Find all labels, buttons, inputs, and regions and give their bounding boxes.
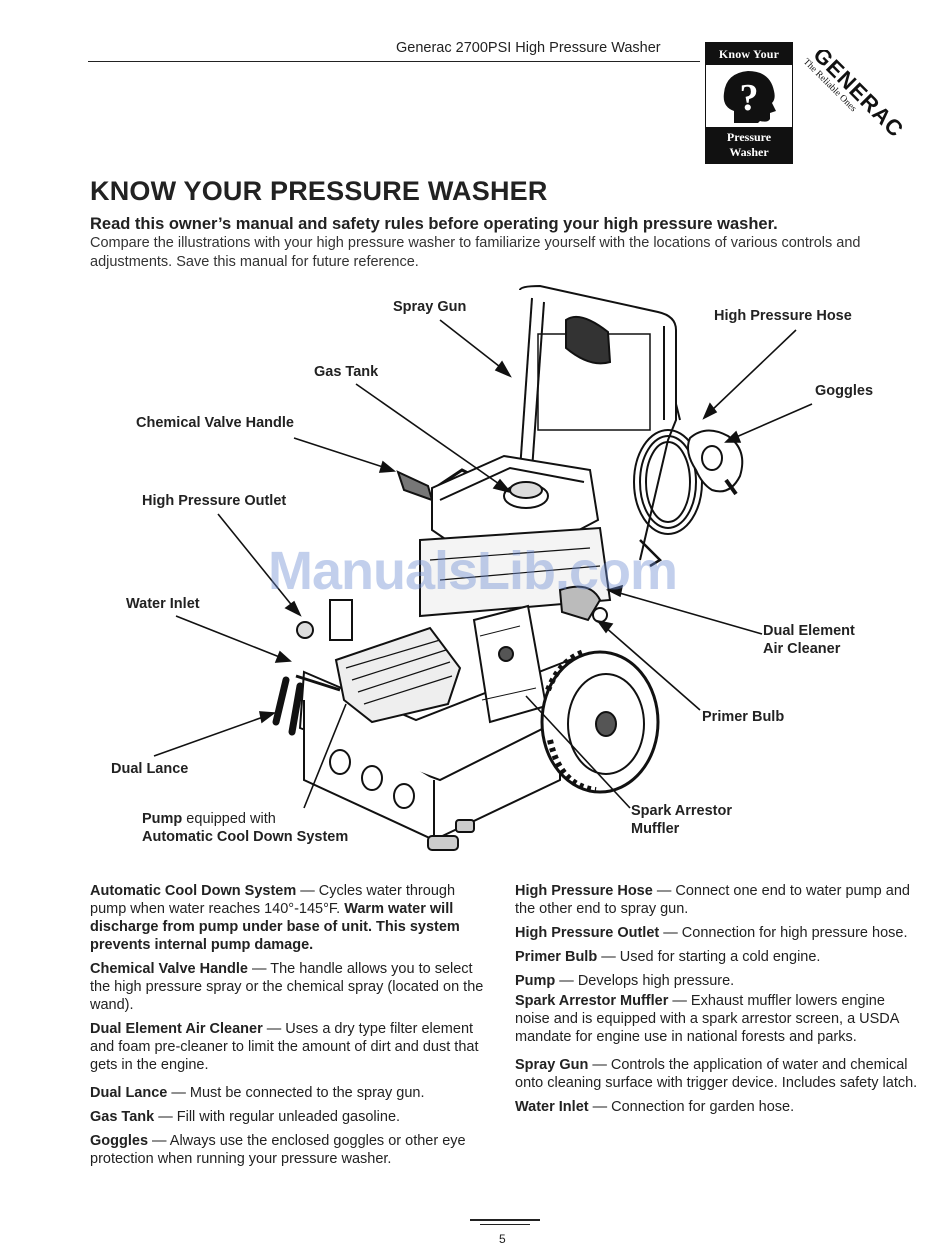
page-number: 5 — [499, 1232, 506, 1246]
chemical-valve-handle — [396, 470, 434, 502]
logo-top-text: Know Your — [706, 43, 792, 65]
definition-text: — The handle allows you to select the hi… — [90, 961, 484, 1013]
pressure-washer-illustration — [153, 284, 813, 851]
page-title: KNOW YOUR PRESSURE WASHER — [90, 176, 548, 206]
brand-name: GENERAC — [808, 50, 908, 142]
head-question-icon: ? — [723, 71, 776, 123]
definition-term: Spray Gun — [515, 1057, 589, 1073]
label-gas-tank: Gas Tank — [314, 364, 379, 380]
definition-item: Dual Lance — Must be connected to the sp… — [90, 1084, 495, 1102]
label-pump-suffix: equipped with — [182, 811, 276, 827]
definition-term: Dual Lance — [90, 1085, 168, 1101]
definition-text: — Must be connected to the spray gun. — [167, 1085, 425, 1101]
definition-text: — Used for starting a cold engine. — [597, 949, 821, 965]
label-spark-line-1: Spark Arrestor — [631, 803, 733, 819]
definition-item: Water Inlet — Connection for garden hose… — [515, 1098, 920, 1116]
definition-item: Automatic Cool Down System — Cycles wate… — [90, 882, 495, 954]
label-dual-element-line-1: Dual Element — [763, 623, 855, 639]
header-divider — [88, 61, 700, 62]
definition-term: Primer Bulb — [515, 949, 598, 965]
definition-text: — Develops high pressure. — [555, 973, 735, 989]
definition-term: Pump — [515, 973, 556, 989]
definition-warning: Warm water will discharge from pump unde… — [90, 901, 460, 953]
intro-paragraph: Compare the illustrations with your high… — [90, 235, 861, 270]
footer-divider — [470, 1219, 540, 1221]
goggles — [687, 429, 744, 493]
handle-frame — [519, 284, 677, 561]
label-goggles: Goggles — [815, 383, 874, 399]
label-water-inlet: Water Inlet — [126, 596, 200, 612]
label-high-pressure-outlet: High Pressure Outlet — [142, 493, 287, 509]
label-pump-term: Pump — [142, 811, 183, 827]
definition-item: High Pressure Outlet — Connection for hi… — [515, 924, 920, 942]
definition-item: Pump — Develops high pressure. — [515, 972, 920, 990]
definitions-left-column: Automatic Cool Down System — Cycles wate… — [90, 882, 495, 1174]
definition-item: Primer Bulb — Used for starting a cold e… — [515, 948, 920, 966]
definition-term: High Pressure Outlet — [515, 925, 660, 941]
generac-brand-logo: GENERAC The Reliable Ones — [801, 50, 909, 142]
dual-lance — [272, 676, 304, 736]
definition-item: Chemical Valve Handle — The handle allow… — [90, 960, 495, 1014]
label-dual-element-line-2: Air Cleaner — [763, 641, 841, 657]
know-your-pressure-washer-logo: Know Your ? Pressure Washer — [705, 42, 793, 164]
definition-text: — Connect one end to water pump and the … — [515, 883, 910, 917]
label-spark-arrestor-muffler: Spark Arrestor Muffler — [631, 802, 732, 838]
logo-question-mark: ? — [740, 77, 759, 119]
label-dual-element-air-cleaner: Dual Element Air Cleaner — [763, 622, 855, 658]
definition-text: — Uses a dry type filter element and foa… — [90, 1021, 479, 1073]
footer-divider-thin — [480, 1224, 530, 1225]
logo-bottom-line-2: Washer — [729, 145, 769, 159]
label-spark-line-2: Muffler — [631, 821, 680, 837]
definition-text: — Connection for garden hose. — [588, 1099, 795, 1115]
pump — [334, 626, 462, 724]
definitions-right-column: High Pressure Hose — Connect one end to … — [515, 882, 920, 1122]
logo-bottom-line-1: Pressure — [726, 130, 772, 144]
definition-term: High Pressure Hose — [515, 883, 653, 899]
definition-item: High Pressure Hose — Connect one end to … — [515, 882, 920, 918]
definition-text: — Exhaust muffler lowers engine noise an… — [515, 993, 899, 1045]
label-pump-line-2: Automatic Cool Down System — [142, 829, 349, 845]
label-high-pressure-hose: High Pressure Hose — [714, 308, 852, 324]
definition-item: Spark Arrestor Muffler — Exhaust muffler… — [515, 992, 920, 1046]
label-primer-bulb: Primer Bulb — [702, 709, 785, 725]
logo-bottom-text: Pressure Washer — [706, 127, 792, 163]
definition-text: — Controls the application of water and … — [515, 1057, 918, 1091]
definition-term: Chemical Valve Handle — [90, 961, 248, 977]
definition-term: Dual Element Air Cleaner — [90, 1021, 263, 1037]
definition-item: Gas Tank — Fill with regular unleaded ga… — [90, 1108, 495, 1126]
definition-item: Dual Element Air Cleaner — Uses a dry ty… — [90, 1020, 495, 1074]
definition-text: — Fill with regular unleaded gasoline. — [154, 1109, 401, 1125]
label-chemical-valve-handle: Chemical Valve Handle — [136, 415, 294, 431]
definition-item: Goggles — Always use the enclosed goggle… — [90, 1132, 495, 1168]
watermark-text: ManualsLib.com — [268, 541, 678, 601]
label-pump: Pump equipped with Automatic Cool Down S… — [142, 810, 348, 846]
definition-term: Goggles — [90, 1133, 149, 1149]
definition-text: — Connection for high pressure hose. — [659, 925, 908, 941]
definition-term: Automatic Cool Down System — [90, 883, 297, 899]
document-header-title: Generac 2700PSI High Pressure Washer — [396, 40, 661, 56]
definition-term: Gas Tank — [90, 1109, 155, 1125]
definition-item: Spray Gun — Controls the application of … — [515, 1056, 920, 1092]
definition-text: — Always use the enclosed goggles or oth… — [90, 1133, 466, 1167]
definition-term: Spark Arrestor Muffler — [515, 993, 669, 1009]
definition-text: — Cycles water through pump when water r… — [90, 883, 456, 917]
label-spray-gun: Spray Gun — [393, 299, 467, 315]
definition-term: Water Inlet — [515, 1099, 589, 1115]
intro-warning: Read this owner’s manual and safety rule… — [90, 215, 778, 233]
label-dual-lance: Dual Lance — [111, 761, 189, 777]
